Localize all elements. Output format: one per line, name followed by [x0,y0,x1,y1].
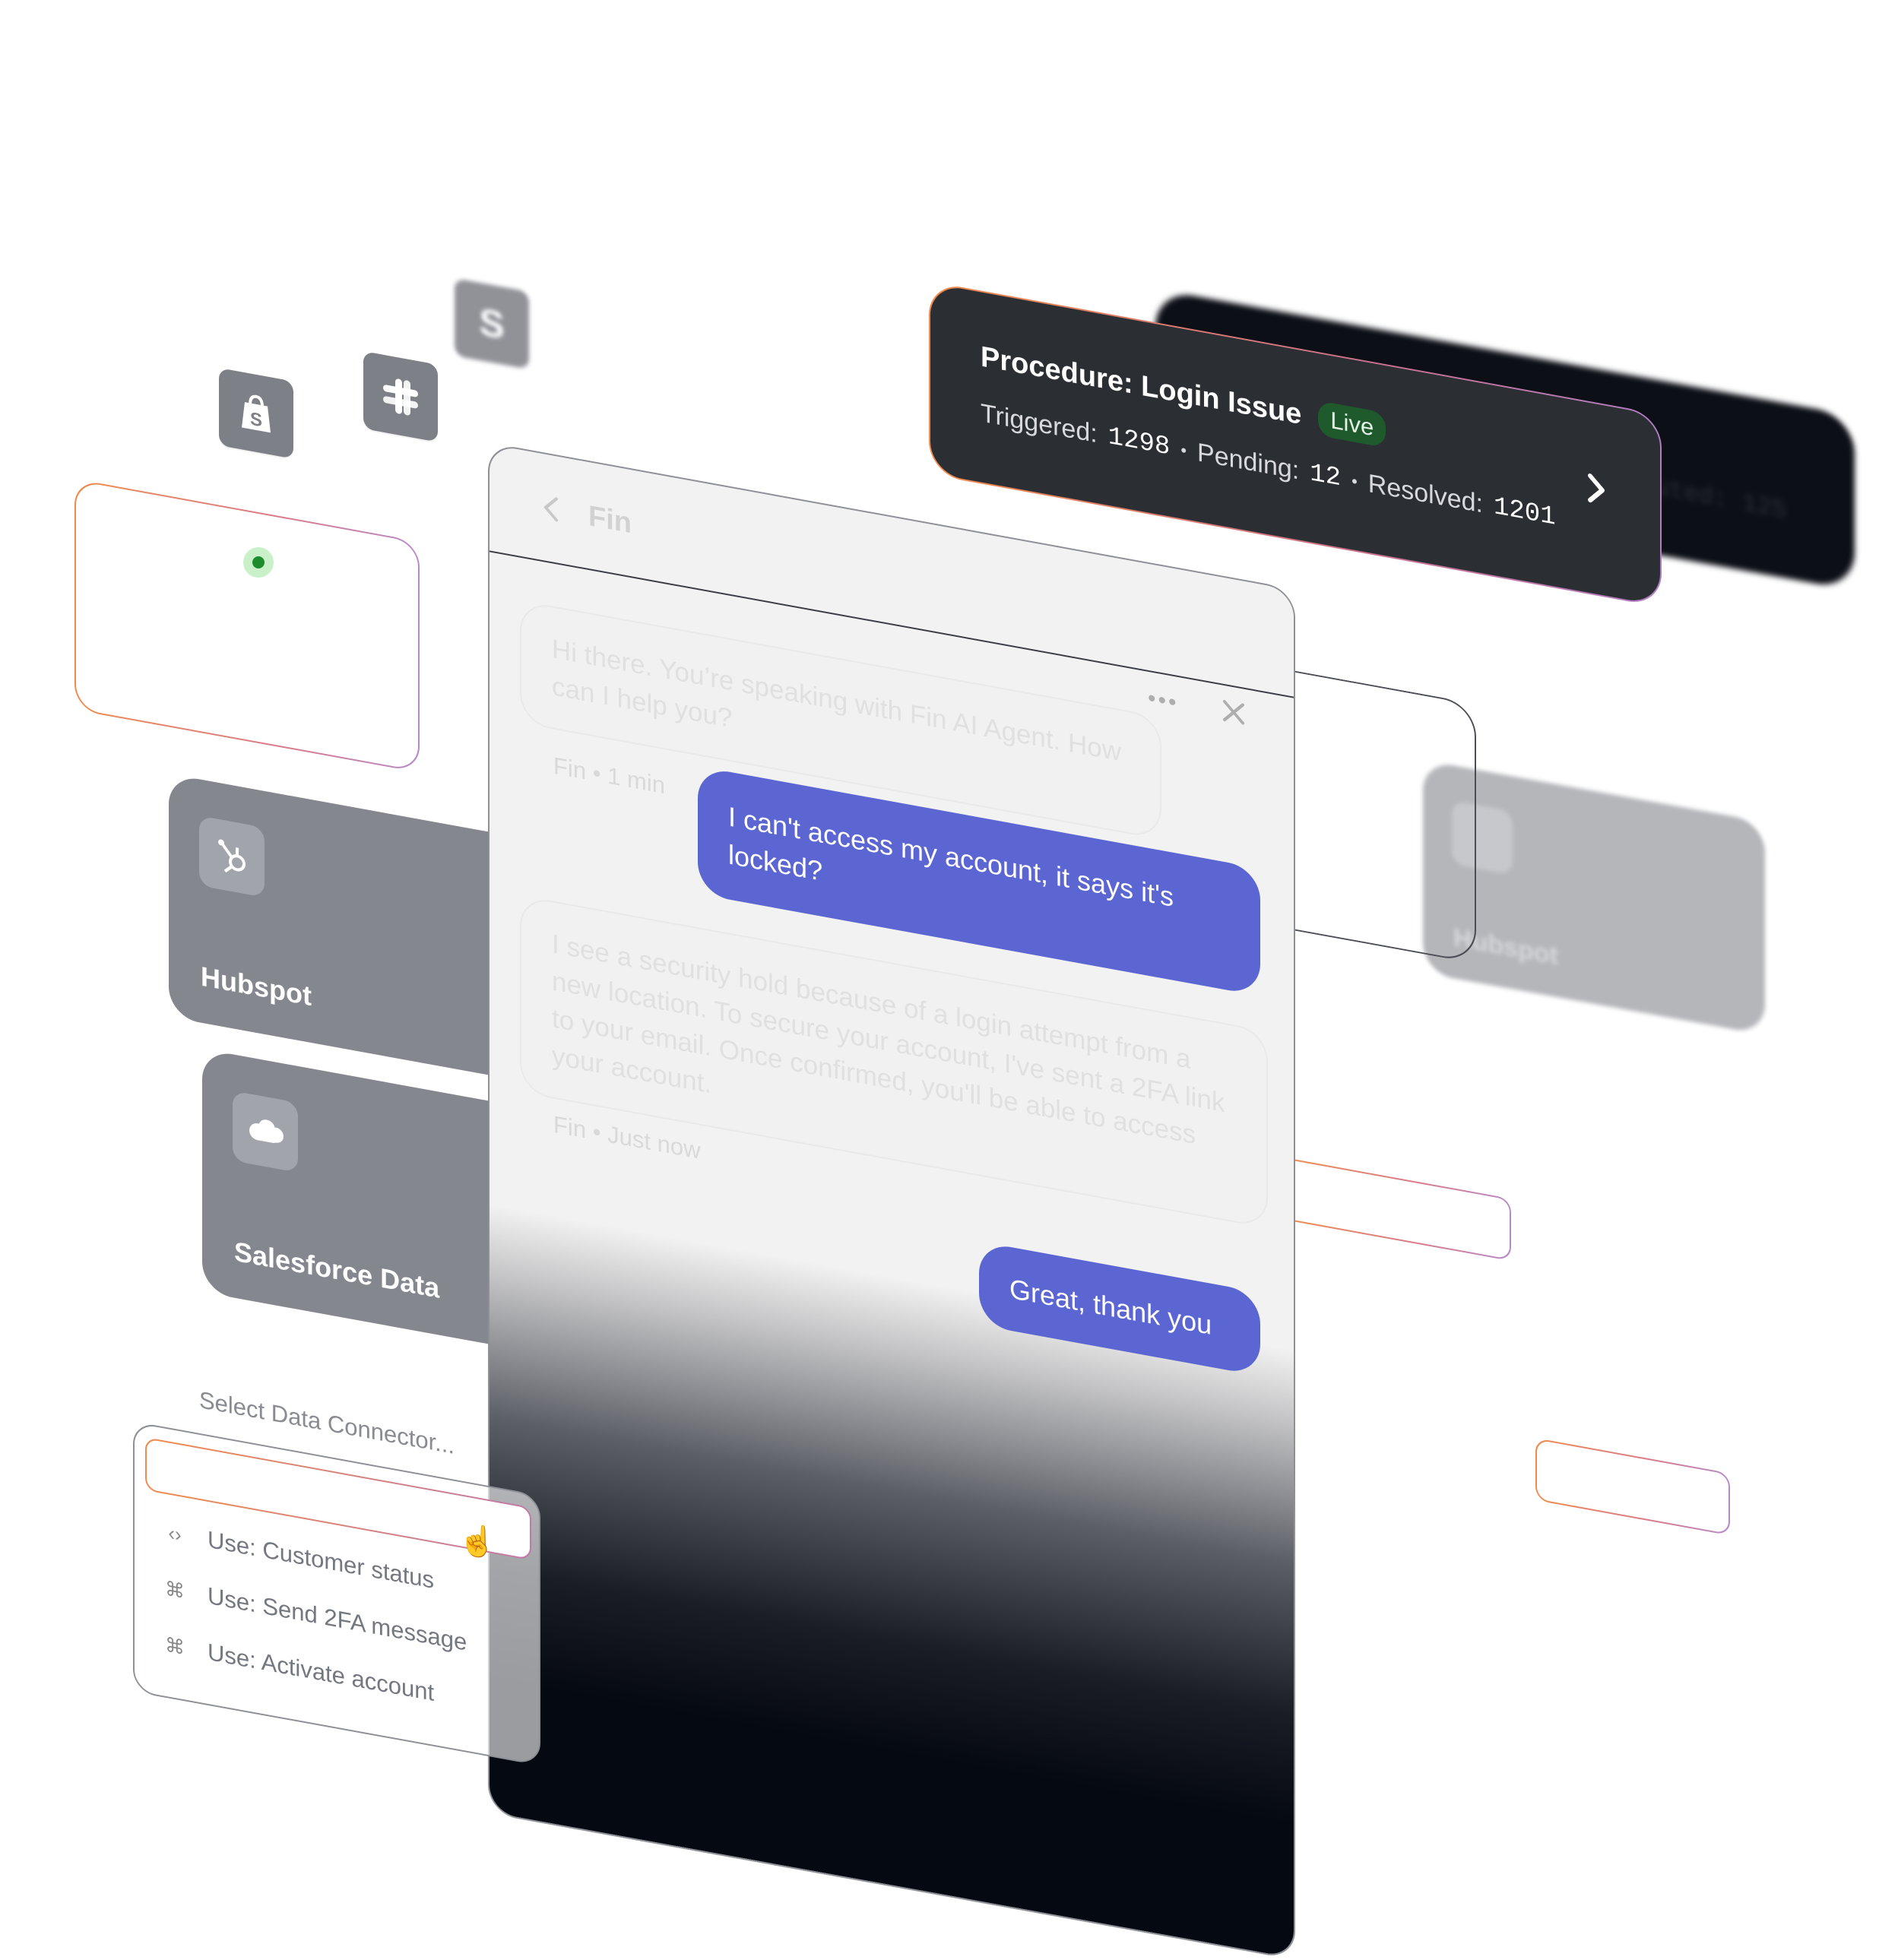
flow-node-frame-1 [1280,1157,1511,1262]
resolved-label: Resolved: [1367,469,1483,519]
triggered-label: Triggered: [981,398,1098,449]
pointer-cursor-icon: ☝ [458,1521,496,1562]
chat-header: Fin [490,444,1294,698]
salesforce-label: Salesforce Data [234,1235,440,1304]
stripe-s-icon: S [479,300,504,347]
procedure-panel[interactable]: Procedure: Login Issue Live Triggered: 1… [929,281,1662,608]
online-status-dot [243,547,274,578]
salesforce-cloud-icon [233,1091,298,1173]
close-icon[interactable] [1221,697,1247,731]
chevron-right-icon[interactable] [1586,472,1607,510]
triggered-count: 1298 [1107,422,1171,463]
meta-sender: Fin [553,1110,587,1144]
user-message-text: Great, thank you [1009,1272,1212,1341]
meta-time: Just now [607,1120,701,1164]
slack-app-icon [363,351,438,442]
pending-count: 12 [1310,458,1342,494]
resolved-count: 1201 [1493,492,1556,533]
hubspot-icon [199,815,265,898]
separator-dot: • [1180,439,1187,461]
separator-dot: • [1351,470,1358,491]
data-connector-dropdown[interactable]: ☝ ‹› Use: Customer status ⌘ Use: Send 2F… [133,1421,540,1766]
webhook-icon: ⌘ [165,1632,185,1659]
slack-hash-icon [383,378,418,416]
webhook-icon: ⌘ [165,1576,185,1603]
flow-node-frame-2 [1535,1438,1730,1536]
more-options-icon[interactable]: ••• [1148,685,1179,717]
shopify-bag-icon: S [242,394,271,433]
status-frame [74,479,420,773]
back-chevron-icon[interactable] [543,493,559,527]
connector-outline [1292,670,1476,964]
hubspot-connector-card[interactable]: Hubspot [169,774,564,1089]
stripe-app-icon: S [455,278,529,369]
pending-label: Pending: [1197,438,1300,486]
ai-message-text: Hi there. You’re speaking with Fin AI Ag… [552,634,1122,768]
meta-sender: Fin [553,752,587,785]
hubspot-label: Hubspot [201,960,312,1012]
shopify-app-icon: S [219,368,293,459]
chat-window: Fin ••• Hi there. You’re speaking with F… [488,442,1295,1960]
code-arrows-icon: ‹› [168,1520,182,1547]
message-meta: Fin • 1 min [553,752,665,800]
salesforce-connector-card[interactable]: Salesforce Data [202,1049,597,1364]
svg-text:S: S [250,409,262,432]
chat-title: Fin [588,499,632,540]
svg-text:S: S [479,300,504,347]
status-badge: Live [1318,401,1386,448]
meta-time: 1 min [607,762,665,800]
